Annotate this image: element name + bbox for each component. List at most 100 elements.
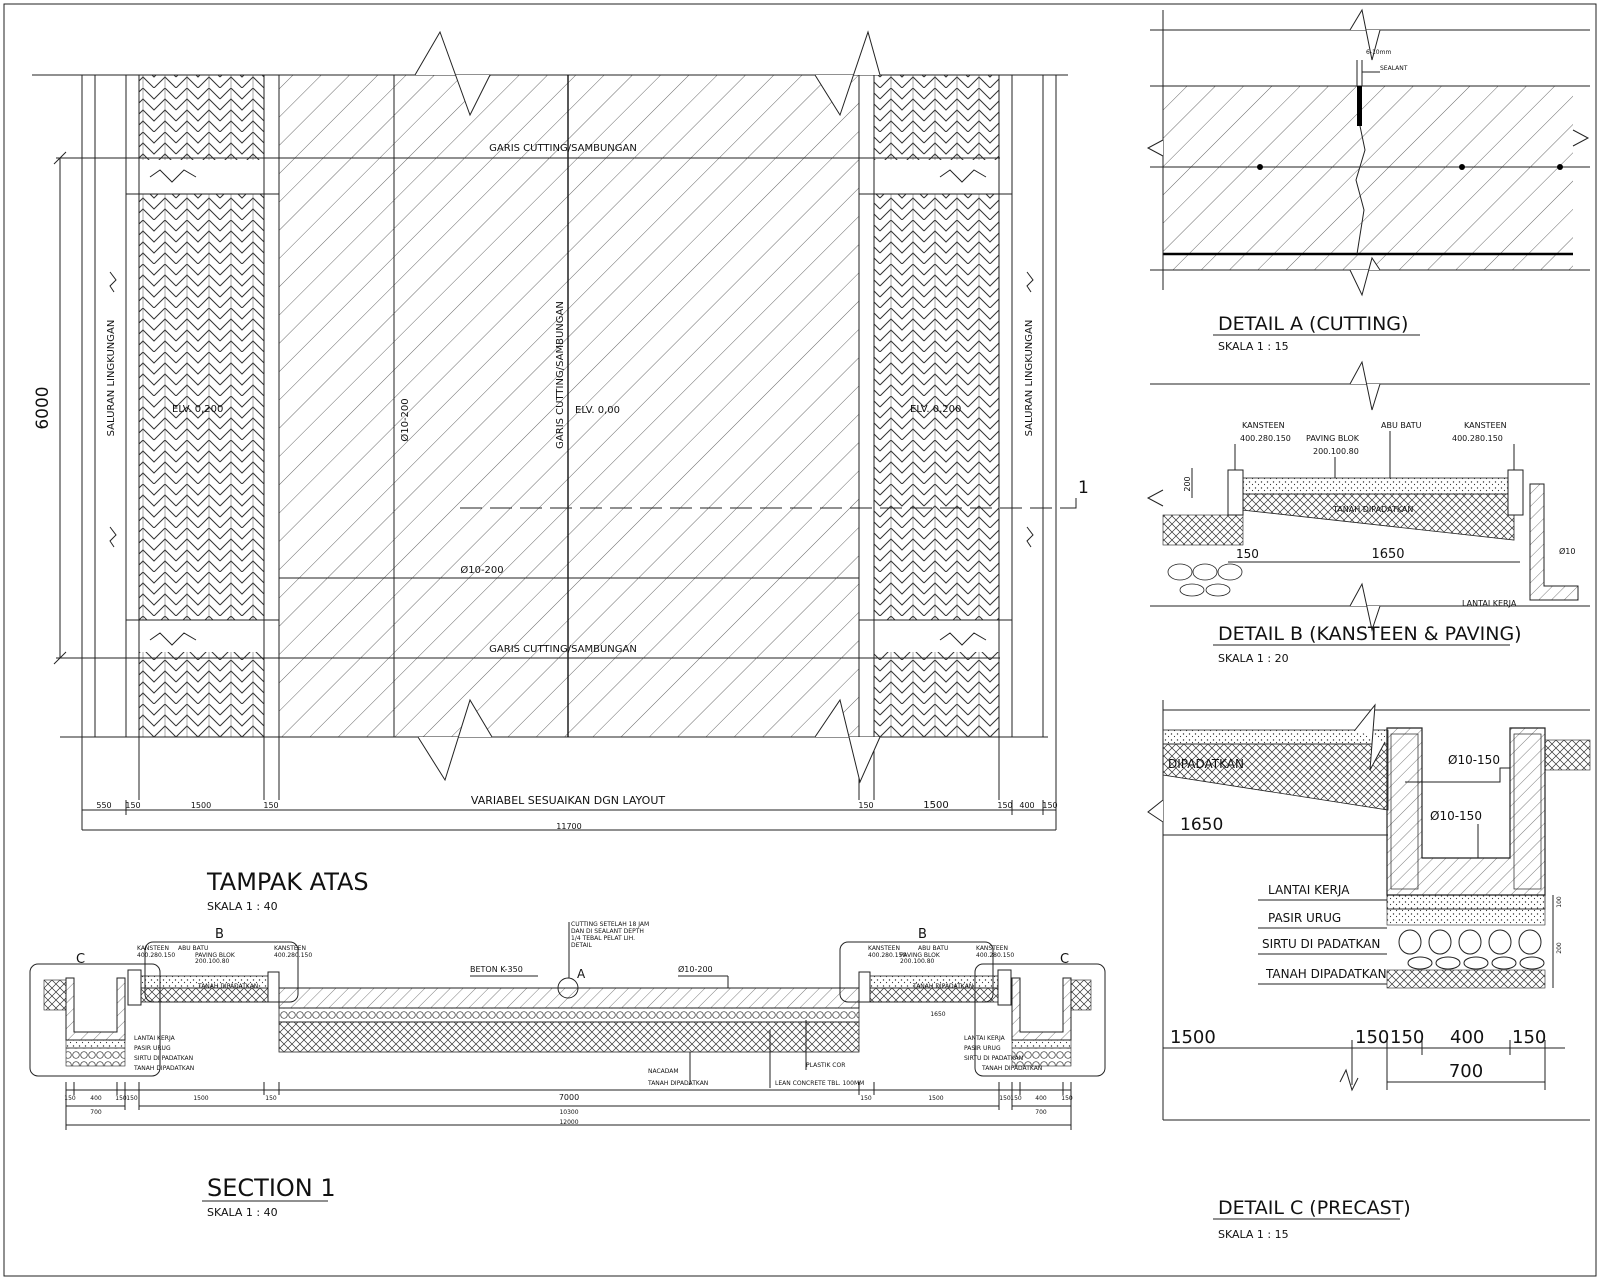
dim-plan-150b: 150 — [263, 801, 278, 810]
marker-b-left: B — [215, 927, 224, 942]
sec-dim-10300: 10300 — [559, 1109, 578, 1116]
detail-a-title: DETAIL A (CUTTING) — [1218, 313, 1408, 335]
dim-plan-1500b: 1500 — [923, 800, 948, 811]
dim-plan-400: 400 — [1019, 801, 1034, 810]
detail-c-rebar-2: Ø10-150 — [1430, 809, 1482, 823]
detail-b-dim-1650: 1650 — [1371, 547, 1404, 562]
detail-c-dim-400: 400 — [1450, 1027, 1484, 1048]
cutting-note-4: DETAIL — [571, 942, 592, 949]
detail-c-pasir-urug: PASIR URUG — [1268, 911, 1341, 925]
sec-dim-150g: 150 — [1010, 1095, 1022, 1102]
detail-b-rebar: Ø10 — [1559, 546, 1575, 556]
section-nacadam: NACADAM — [648, 1068, 679, 1075]
sec-dim-400b: 400 — [1035, 1095, 1047, 1102]
section-lantai-kerja-left: LANTAI KERJA — [134, 1035, 176, 1042]
section-kansteen-left: KANSTEEN — [137, 945, 169, 952]
section-paving-size-left: 200.100.80 — [195, 958, 230, 965]
sec-dim-700-right: 700 — [1035, 1109, 1047, 1116]
rebar-vertical-label: Ø10-200 — [399, 398, 411, 441]
cutting-note-1: CUTTING SETELAH 18 JAM — [571, 921, 649, 928]
detail-b-kansteen-left: KANSTEEN — [1242, 421, 1285, 430]
section-tanah-far-right: TANAH DIPADATKAN — [981, 1065, 1042, 1072]
marker-b-right: B — [918, 927, 927, 942]
marker-c-left: C — [76, 952, 85, 967]
section-paving-left: PAVING BLOK — [195, 952, 236, 959]
sec-dim-150h: 150 — [1061, 1095, 1073, 1102]
detail-b-paving-size: 200.100.80 — [1313, 447, 1359, 456]
sec-dim-1650: 1650 — [930, 1011, 945, 1018]
sec-dim-7000: 7000 — [559, 1093, 579, 1102]
detail-c-tanah: TANAH DIPADATKAN — [1265, 967, 1387, 981]
detail-c: DIPADATKAN Ø10-150 Ø10-150 1650 LANTAI K… — [1147, 700, 1591, 1241]
section-kansteen-size-right: 400.280.150 — [868, 952, 906, 959]
section-beton-label: BETON K-350 — [470, 965, 523, 974]
concrete-slab-hatch — [279, 75, 859, 737]
sheet-border — [3, 3, 1597, 1277]
section-tanah-center: TANAH DIPADATKAN — [647, 1080, 708, 1087]
dim-plan-150d: 150 — [997, 801, 1012, 810]
detail-c-sirtu: SIRTU DI PADATKAN — [1262, 937, 1380, 951]
section-sirtu-right: SIRTU DI PADATKAN — [964, 1055, 1023, 1062]
detail-c-dipadatkan: DIPADATKAN — [1168, 757, 1244, 771]
detail-c-lantai-kerja: LANTAI KERJA — [1268, 883, 1350, 897]
dim-plan-150c: 150 — [858, 801, 873, 810]
detail-a-scale: SKALA 1 : 15 — [1218, 340, 1289, 353]
section-kansteen-mid-left: KANSTEEN — [274, 945, 306, 952]
section-paving-right: PAVING BLOK — [900, 952, 941, 959]
detail-b-dim-150: 150 — [1236, 547, 1259, 561]
saluran-left-label: SALURAN LINGKUNGAN — [106, 320, 117, 437]
section-sirtu-left: SIRTU DI PADATKAN — [134, 1055, 193, 1062]
section-kansteen-size-mid-left: 400.280.150 — [274, 952, 312, 959]
section-1: B B C C A BETON K-350 Ø10-200 CUTTING SE… — [29, 921, 1106, 1219]
detail-c-dim-150c: 150 — [1512, 1027, 1546, 1048]
marker-c-right: C — [1060, 952, 1069, 967]
detail-c-dim-700: 700 — [1449, 1061, 1483, 1082]
sec-dim-1500a: 1500 — [193, 1095, 208, 1102]
dim-plan-11700: 11700 — [556, 822, 581, 831]
detail-a-gap: 6-10mm — [1366, 49, 1391, 56]
section-lantai-kerja-right: LANTAI KERJA — [964, 1035, 1006, 1042]
detail-b-kansteen-left-size: 400.280.150 — [1240, 434, 1291, 443]
detail-b-abu-batu: ABU BATU — [1381, 421, 1422, 430]
elv-right: ELV. 0,200 — [910, 404, 961, 415]
sec-dim-1500b: 1500 — [928, 1095, 943, 1102]
dim-plan-550: 550 — [96, 801, 111, 810]
section-pasir-left: PASIR URUG — [134, 1045, 171, 1052]
section-lean-concrete: LEAN CONCRETE TBL. 100MM — [775, 1080, 864, 1087]
section-kansteen-size-left: 400.280.150 — [137, 952, 175, 959]
detail-b-dim-200: 200 — [1183, 476, 1192, 491]
elv-center: ELV. 0,00 — [575, 405, 620, 416]
detail-c-dim-100: 100 — [1556, 896, 1563, 908]
detail-c-dim-150a: 150 — [1355, 1027, 1389, 1048]
tampak-atas-title: TAMPAK ATAS — [206, 868, 369, 896]
section-tanah-right: TANAH DIPADATKAN — [912, 983, 973, 990]
detail-b-paving: PAVING BLOK — [1306, 434, 1360, 443]
section-pasir-right: PASIR URUG — [964, 1045, 1001, 1052]
section-tanah-left: TANAH DIPADATKAN — [197, 983, 258, 990]
section-kansteen-right: KANSTEEN — [868, 945, 900, 952]
rebar-horizontal-label: Ø10-200 — [460, 564, 503, 576]
garis-cutting-top: GARIS CUTTING/SAMBUNGAN — [489, 143, 637, 154]
cutting-note-3: 1/4 TEBAL PELAT LIH. — [571, 935, 635, 942]
sec-dim-150e: 150 — [860, 1095, 872, 1102]
section-paving-size-right: 200.100.80 — [900, 958, 935, 965]
section-1-title: SECTION 1 — [207, 1174, 336, 1202]
detail-c-rebar-1: Ø10-150 — [1448, 753, 1500, 767]
detail-b-title: DETAIL B (KANSTEEN & PAVING) — [1218, 623, 1522, 645]
detail-b-kansteen-right: KANSTEEN — [1464, 421, 1507, 430]
sec-dim-700-left: 700 — [90, 1109, 102, 1116]
saluran-right-label: SALURAN LINGKUNGAN — [1024, 320, 1035, 437]
detail-a: 6-10mm SEALANT DETAIL A (CUTTING) SKALA … — [1146, 8, 1590, 353]
detail-c-title: DETAIL C (PRECAST) — [1218, 1197, 1411, 1219]
section-1-scale: SKALA 1 : 40 — [207, 1206, 278, 1219]
section-marker-1: 1 — [1078, 478, 1089, 498]
variabel-label: VARIABEL SESUAIKAN DGN LAYOUT — [471, 794, 665, 807]
detail-b-lantai-kerja: LANTAI KERJA — [1462, 599, 1517, 608]
dim-6000: 6000 — [33, 386, 53, 429]
section-tanah-far-left: TANAH DIPADATKAN — [133, 1065, 194, 1072]
dim-plan-150e: 150 — [1042, 801, 1057, 810]
marker-a: A — [577, 967, 586, 981]
sec-dim-150c: 150 — [126, 1095, 138, 1102]
dim-plan-150a: 150 — [125, 801, 140, 810]
